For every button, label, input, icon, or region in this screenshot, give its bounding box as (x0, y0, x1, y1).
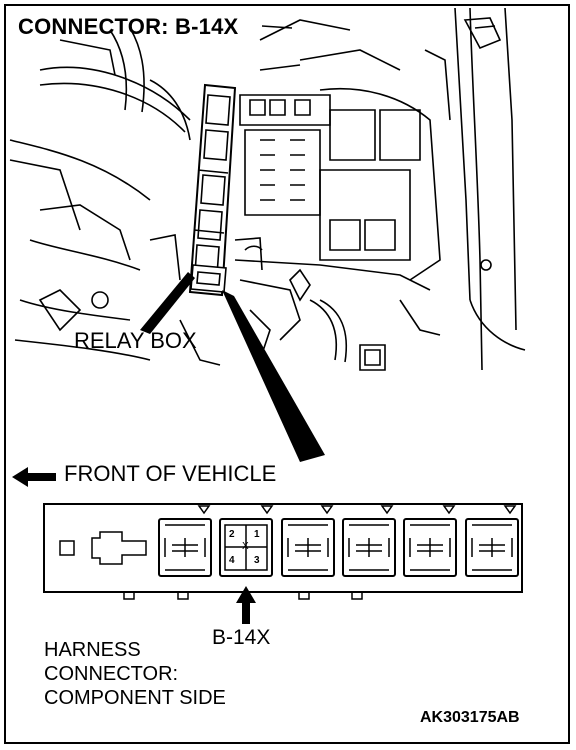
figure-code: AK303175AB (420, 709, 520, 726)
caption-line-1: HARNESS (44, 639, 141, 661)
connector-title: CONNECTOR: B-14X (18, 14, 239, 39)
connector-id-label: B-14X (212, 626, 271, 649)
caption-line-2: CONNECTOR: (44, 663, 179, 685)
caption-line-3: COMPONENT SIDE (44, 687, 226, 709)
relay-box-label: RELAY BOX (74, 328, 197, 353)
pin-3: 3 (254, 555, 260, 566)
b14x-pointer-arrow-icon (236, 586, 256, 624)
figure-frame (4, 4, 570, 744)
front-of-vehicle-label: FRONT OF VEHICLE (64, 461, 277, 486)
pin-2: 2 (229, 529, 235, 540)
connector-housing (43, 503, 523, 593)
front-arrow-icon (12, 467, 56, 487)
center-marker: X (242, 541, 249, 552)
pin-1: 1 (254, 529, 260, 540)
pin-4: 4 (229, 555, 235, 566)
